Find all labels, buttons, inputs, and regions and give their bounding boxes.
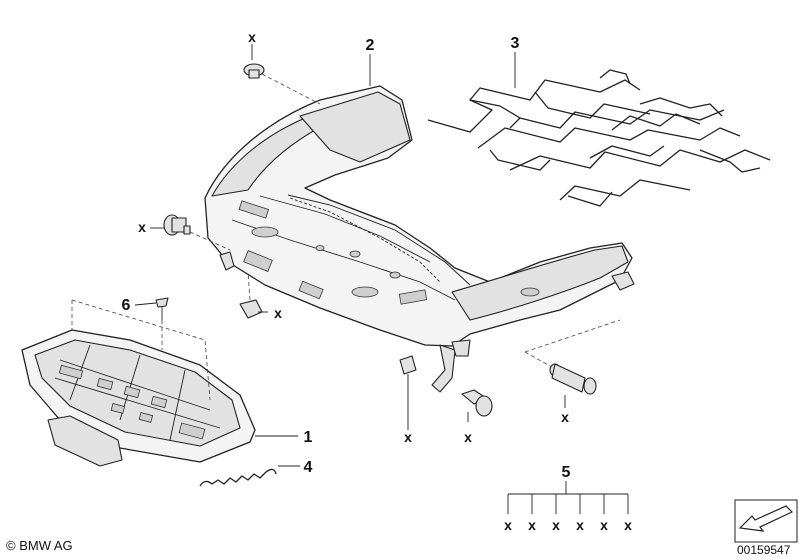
x-mark-group-4[interactable]: x — [576, 517, 584, 533]
copyright-icon: © — [6, 538, 16, 553]
fastener-left-bushing[interactable] — [163, 214, 231, 251]
callout-5[interactable]: 5 — [562, 464, 571, 481]
callout-3[interactable]: 3 — [511, 35, 520, 52]
diagram-number: 00159547 — [737, 543, 791, 557]
wire-spring-mat-part-3[interactable] — [427, 69, 771, 207]
x-mark-clip-center[interactable]: x — [274, 305, 282, 321]
fastener-top-cap[interactable] — [243, 63, 321, 105]
x-mark-top-cap[interactable]: x — [248, 29, 256, 45]
x-mark-bolt-lower[interactable]: x — [464, 429, 472, 445]
tension-spring-part-4[interactable] — [199, 468, 277, 487]
screw-part-6[interactable] — [155, 297, 169, 350]
seat-pan-part-2[interactable] — [204, 85, 635, 393]
x-mark-group-5[interactable]: x — [600, 517, 608, 533]
group-bracket-part-5 — [507, 481, 629, 514]
logo-text: BMW AG — [19, 538, 73, 553]
orientation-arrow-icon — [734, 499, 798, 543]
x-mark-group-3[interactable]: x — [552, 517, 560, 533]
callout-1[interactable]: 1 — [304, 429, 313, 446]
x-mark-group-6[interactable]: x — [624, 517, 632, 533]
callout-4[interactable]: 4 — [304, 459, 313, 476]
x-mark-left-bushing[interactable]: x — [138, 219, 146, 235]
x-mark-group-1[interactable]: x — [504, 517, 512, 533]
fastener-bolt-lower[interactable] — [461, 389, 493, 422]
callout-6[interactable]: 6 — [122, 297, 131, 314]
fastener-pin-right[interactable] — [524, 319, 621, 408]
fastener-nut-lower[interactable] — [399, 355, 417, 420]
footer-copyright: © BMW AG — [6, 538, 73, 553]
callout-2[interactable]: 2 — [366, 37, 375, 54]
x-mark-nut-lower[interactable]: x — [404, 429, 412, 445]
x-mark-pin-right[interactable]: x — [561, 409, 569, 425]
x-mark-group-2[interactable]: x — [528, 517, 536, 533]
lower-tray-part-1[interactable] — [21, 299, 256, 467]
